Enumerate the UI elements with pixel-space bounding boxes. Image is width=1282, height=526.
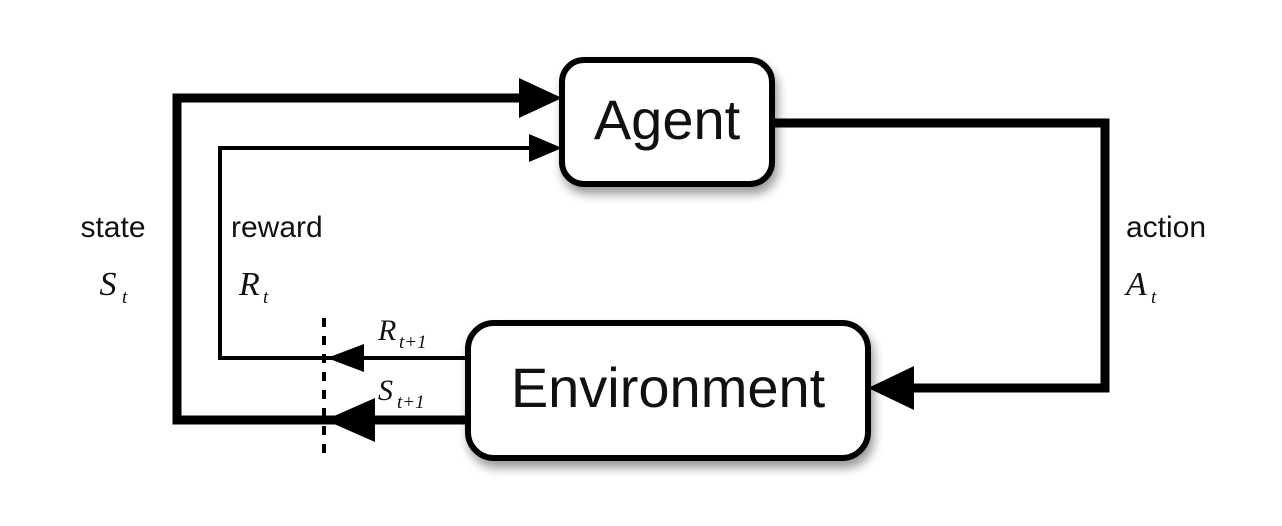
state-next-arrowhead xyxy=(325,398,375,442)
state-feedback-line xyxy=(172,93,527,425)
environment-box[interactable] xyxy=(465,320,871,461)
edge-state-next xyxy=(325,398,468,442)
state-subscript: t xyxy=(122,287,128,308)
label-action: action A t xyxy=(1124,211,1206,308)
action-symbol: A xyxy=(1124,266,1147,303)
reward-word: reward xyxy=(231,211,323,244)
reward-symbol: R xyxy=(238,266,260,303)
reward-subscript: t xyxy=(263,287,269,308)
state-feedback-arrowhead xyxy=(519,78,562,118)
reward-next-subscript: t+1 xyxy=(399,332,427,353)
edge-reward-next xyxy=(327,344,468,372)
label-state-next: S t+1 xyxy=(378,374,425,413)
edge-action-forward xyxy=(772,118,1110,410)
agent-label: Agent xyxy=(594,88,741,151)
node-agent[interactable]: Agent xyxy=(559,57,775,187)
reward-next-symbol: R xyxy=(377,314,396,347)
label-reward-next: R t+1 xyxy=(377,314,427,353)
action-forward-line xyxy=(772,118,1110,393)
state-symbol: S xyxy=(100,266,117,303)
state-next-subscript: t+1 xyxy=(397,392,425,413)
action-word: action xyxy=(1126,211,1206,244)
edge-state-feedback xyxy=(172,78,562,425)
agent-box[interactable] xyxy=(559,57,775,187)
state-word: state xyxy=(80,211,145,244)
action-forward-arrowhead xyxy=(868,366,914,410)
action-subscript: t xyxy=(1151,287,1157,308)
reward-next-arrowhead xyxy=(327,344,364,372)
label-state: state S t xyxy=(80,211,145,308)
state-next-symbol: S xyxy=(378,374,393,407)
label-reward: reward R t xyxy=(231,211,323,308)
reward-feedback-arrowhead xyxy=(529,134,562,162)
node-environment[interactable]: Environment xyxy=(465,320,871,461)
environment-label: Environment xyxy=(511,356,826,419)
